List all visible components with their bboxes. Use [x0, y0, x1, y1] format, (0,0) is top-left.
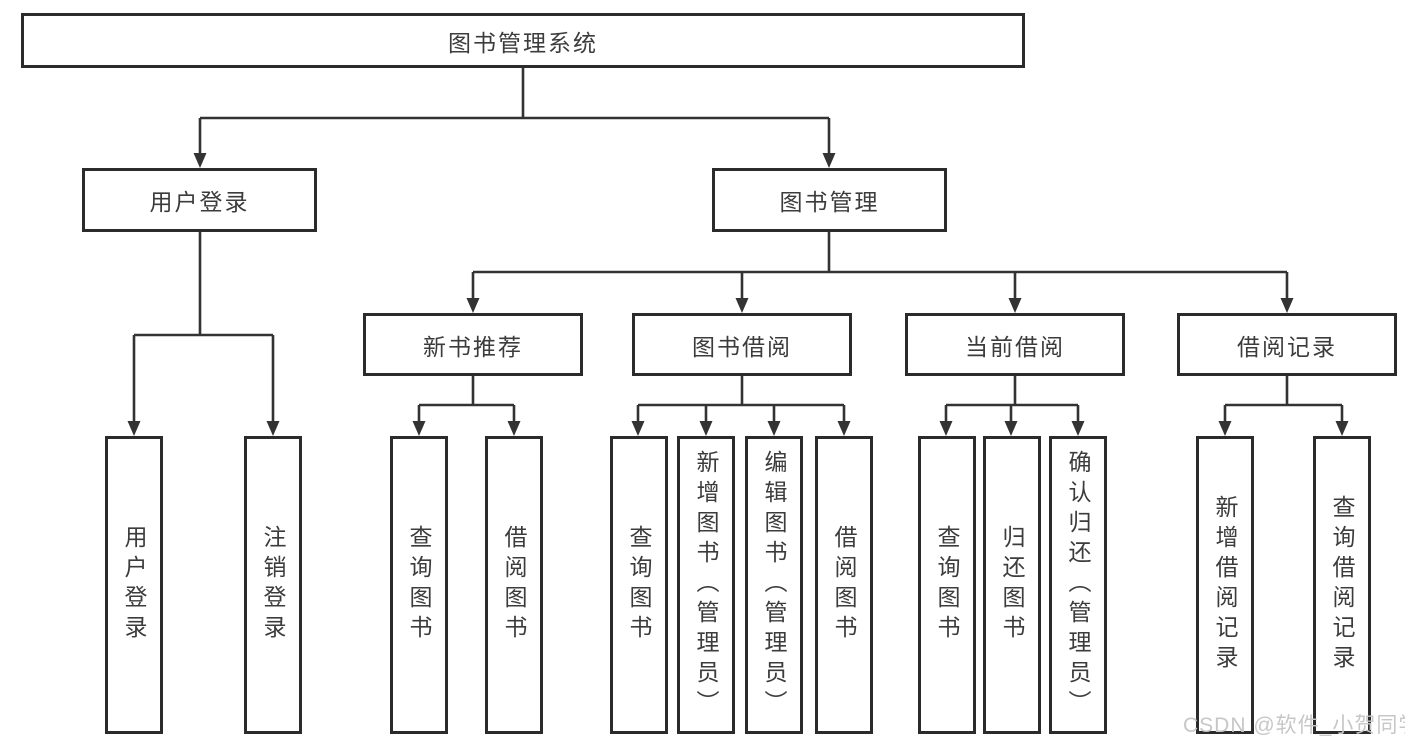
leaf-logout-label: 注销登录 — [260, 525, 286, 645]
leaf-add-book-admin: 新增图书（管理员） — [677, 436, 735, 734]
node-user-login-label: 用户登录 — [149, 189, 250, 215]
node-root-label: 图书管理系统 — [448, 29, 598, 56]
arrowhead — [266, 421, 280, 436]
arrowhead — [699, 421, 713, 436]
node-borrow-records-label: 借阅记录 — [1237, 333, 1337, 360]
leaf-user-login-label: 用户登录 — [121, 525, 147, 645]
leaf-edit-book-admin-label: 编辑图书（管理员） — [761, 450, 787, 720]
csdn-watermark: CSDN @软件_小贺同学 — [1183, 714, 1405, 737]
node-user-login: 用户登录 — [82, 168, 317, 232]
connector-login-to-leaves — [132, 232, 275, 422]
arrowhead — [1218, 421, 1232, 436]
arrowhead — [939, 421, 953, 436]
leaf-confirm-return-admin: 确认归还（管理员） — [1049, 436, 1107, 734]
leaf-edit-book-admin: 编辑图书（管理员） — [745, 436, 803, 734]
connector-newbook-to-leaves — [417, 376, 516, 422]
arrowhead — [1071, 421, 1085, 436]
leaf-borrow-book-2-label: 借阅图书 — [831, 525, 857, 645]
leaf-logout: 注销登录 — [244, 436, 302, 734]
node-current-borrow: 当前借阅 — [905, 313, 1125, 376]
arrowhead — [127, 421, 141, 436]
node-borrow-records: 借阅记录 — [1177, 313, 1397, 376]
node-book-borrow-label: 图书借阅 — [692, 333, 792, 360]
arrowhead — [1008, 298, 1022, 313]
connector-records-to-leaves — [1223, 376, 1344, 422]
arrowhead — [767, 421, 781, 436]
arrowhead — [837, 421, 851, 436]
arrowhead — [466, 298, 480, 313]
leaf-user-login: 用户登录 — [105, 436, 163, 734]
node-book-manage-label: 图书管理 — [779, 189, 880, 215]
arrowhead — [412, 421, 426, 436]
arrowhead — [1004, 421, 1018, 436]
leaf-query-book-3: 查询图书 — [918, 436, 976, 734]
leaf-return-book-label: 归还图书 — [999, 525, 1025, 645]
leaf-add-borrow-record: 新增借阅记录 — [1196, 436, 1254, 734]
leaf-confirm-return-admin-label: 确认归还（管理员） — [1065, 450, 1091, 720]
leaf-borrow-book-2: 借阅图书 — [815, 436, 873, 734]
arrowhead — [1280, 298, 1294, 313]
arrowhead — [631, 421, 645, 436]
connector-current-to-leaves — [944, 376, 1080, 422]
leaf-add-borrow-record-label: 新增借阅记录 — [1212, 495, 1238, 675]
leaf-query-book-2-label: 查询图书 — [626, 525, 652, 645]
arrowhead — [193, 153, 207, 168]
node-book-borrow: 图书借阅 — [632, 313, 852, 376]
leaf-borrow-book-1: 借阅图书 — [485, 436, 543, 734]
leaf-borrow-book-1-label: 借阅图书 — [501, 525, 527, 645]
connector-root-to-level2 — [198, 68, 831, 154]
node-book-manage: 图书管理 — [712, 168, 947, 232]
arrowhead — [735, 298, 749, 313]
node-new-book-recommend: 新书推荐 — [363, 313, 583, 376]
arrowhead — [822, 153, 836, 168]
leaf-query-book-1-label: 查询图书 — [406, 525, 432, 645]
node-root: 图书管理系统 — [21, 13, 1025, 68]
node-new-book-recommend-label: 新书推荐 — [423, 333, 523, 360]
leaf-add-book-admin-label: 新增图书（管理员） — [693, 450, 719, 720]
leaf-query-borrow-record-label: 查询借阅记录 — [1329, 495, 1355, 675]
leaf-return-book: 归还图书 — [983, 436, 1041, 734]
leaf-query-book-3-label: 查询图书 — [934, 525, 960, 645]
node-current-borrow-label: 当前借阅 — [965, 333, 1065, 360]
arrowhead — [507, 421, 521, 436]
leaf-query-borrow-record: 查询借阅记录 — [1313, 436, 1371, 734]
arrowhead — [1335, 421, 1349, 436]
connector-manage-to-level3 — [471, 232, 1289, 299]
connector-borrow-to-leaves — [636, 376, 846, 422]
leaf-query-book-2: 查询图书 — [610, 436, 668, 734]
leaf-query-book-1: 查询图书 — [390, 436, 448, 734]
